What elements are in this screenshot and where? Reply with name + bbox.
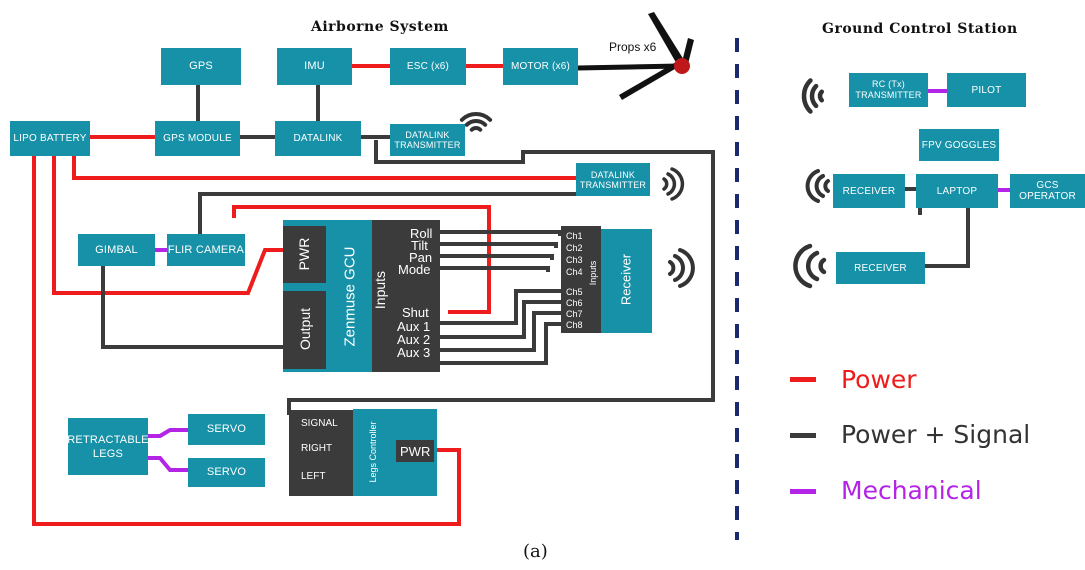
servo-block: SERVO <box>188 458 265 487</box>
receiver-block <box>601 229 652 333</box>
receiver-block: RECEIVER <box>836 252 925 284</box>
gcu-input-tilt: Tilt <box>411 238 428 253</box>
legs-input-right: RIGHT <box>301 443 333 454</box>
gcu-input-roll: Roll <box>410 226 433 241</box>
flir-camera-block: FLIR CAMERA <box>167 234 245 266</box>
figure-caption: (a) <box>523 541 548 562</box>
gcu-input-aux2: Aux 2 <box>397 332 431 347</box>
legend-power-swatch <box>790 377 816 382</box>
servo-block: SERVO <box>188 414 265 445</box>
receiver-channel: Ch5 <box>566 287 583 297</box>
receiver-channel-panel <box>561 226 601 333</box>
airborne-system-title: Airborne System <box>311 19 449 35</box>
datalink-transmitter-block: DATALINK TRANSMITTER <box>390 124 465 156</box>
wifi-icon <box>793 243 827 289</box>
gps-block: GPS <box>161 48 241 85</box>
mechanical-wires <box>148 89 1010 472</box>
retractable-legs-block: RETRACTABLE LEGS <box>67 418 149 475</box>
laptop-block: LAPTOP <box>916 174 998 208</box>
legend-power-label: Power <box>841 365 917 394</box>
receiver-channel: Ch2 <box>566 243 583 253</box>
wifi-icon <box>801 78 825 114</box>
legend-mechanical-swatch <box>790 489 816 494</box>
datalink-transmitter-block: DATALINK TRANSMITTER <box>576 163 650 196</box>
legs-controller-label: Legs Controller <box>368 421 378 483</box>
wifi-icon <box>459 112 493 132</box>
signal-wires <box>101 85 970 415</box>
legend-mechanical-label: Mechanical <box>841 476 982 505</box>
receiver-channel: Ch1 <box>566 231 583 241</box>
legs-pwr-label: PWR <box>400 444 431 459</box>
legs-input-left: LEFT <box>301 471 326 482</box>
pilot-block: PILOT <box>947 73 1026 107</box>
legend-power-signal-label: Power + Signal <box>841 420 1031 449</box>
gcu-name-label: Zenmuse GCU <box>341 246 359 347</box>
receiver-channel: Ch7 <box>566 309 583 319</box>
gcu-input-pan: Pan <box>409 250 433 265</box>
wifi-icon <box>662 167 685 201</box>
wifi-icon <box>668 248 695 288</box>
receiver-channel: Ch6 <box>566 298 583 308</box>
legs-pwr-port <box>396 440 434 462</box>
gcu-input-mode: Mode <box>398 262 431 277</box>
propeller-icon <box>577 12 694 100</box>
gcs-operator-block: GCS OPERATOR <box>1010 174 1085 208</box>
receiver-block: RECEIVER <box>833 174 905 208</box>
gps-module-block: GPS MODULE <box>155 121 240 156</box>
imu-block: IMU <box>277 48 352 85</box>
power-wires <box>32 64 576 526</box>
lipo-battery-block: LIPO BATTERY <box>10 121 90 156</box>
datalink-block: DATALINK <box>275 121 361 156</box>
receiver-channel: Ch8 <box>566 320 583 330</box>
legs-controller-inputs <box>289 410 353 496</box>
gcu-inputs-panel <box>372 220 440 372</box>
gcu-output-label: Output <box>297 307 313 351</box>
legend-power-signal-swatch <box>790 433 816 438</box>
legs-input-signal: SIGNAL <box>301 418 338 429</box>
fpv-goggles-block: FPV GOGGLES <box>919 129 999 161</box>
gcu-inputs-title: Inputs <box>372 270 388 310</box>
gcu-input-aux1: Aux 1 <box>397 319 431 334</box>
gcu-output-port <box>283 291 326 369</box>
gcu-input-shut: Shut <box>402 305 429 320</box>
receiver-name-label: Receiver <box>618 253 634 306</box>
gimbal-block: GIMBAL <box>78 234 155 266</box>
gcu-input-aux3: Aux 3 <box>397 345 431 360</box>
gcu-pwr-label: PWR <box>296 237 312 271</box>
rc-transmitter-block: RC (Tx) TRANSMITTER <box>849 73 928 107</box>
wifi-icon <box>805 169 830 203</box>
esc-block: ESC (x6) <box>390 48 466 85</box>
receiver-inputs-label: Inputs <box>588 260 598 286</box>
props-label: Props x6 <box>609 40 657 54</box>
motor-block: MOTOR (x6) <box>503 48 578 85</box>
wireless-icons <box>459 78 830 289</box>
gcu-pwr-port <box>283 226 326 283</box>
receiver-channel: Ch3 <box>566 255 583 265</box>
ground-station-title: Ground Control Station <box>822 21 1018 37</box>
receiver-channel: Ch4 <box>566 267 583 277</box>
